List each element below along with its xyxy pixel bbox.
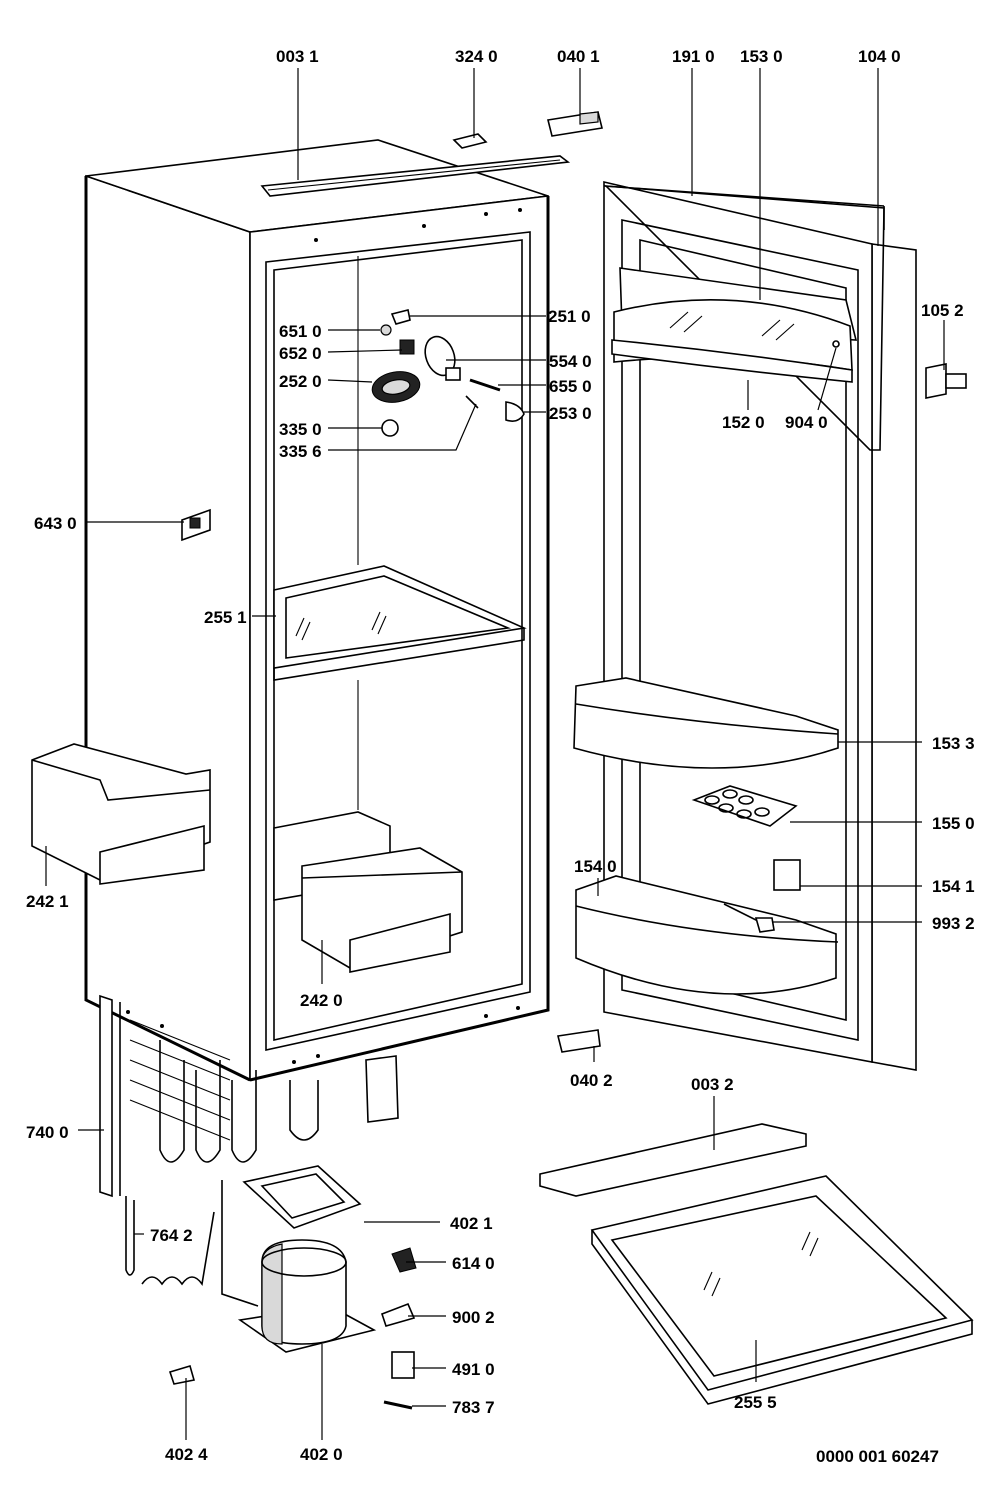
label-242-0: 242 0 [300, 991, 343, 1010]
label-900-2: 900 2 [452, 1308, 495, 1327]
label-614-0: 614 0 [452, 1254, 495, 1273]
label-153-3: 153 3 [932, 734, 975, 753]
pin-783 [383, 1400, 413, 1410]
label-255-1: 255 1 [204, 608, 247, 627]
label-655-0: 655 0 [549, 377, 592, 396]
label-335-0: 335 0 [279, 420, 322, 439]
label-783-7: 783 7 [452, 1398, 495, 1417]
crisper-drawer-outer [31, 743, 211, 885]
cover-491 [391, 1351, 415, 1379]
top-trim-strip [260, 155, 571, 197]
label-651-0: 651 0 [279, 322, 322, 341]
overload-900 [380, 1302, 416, 1327]
label-154-1: 154 1 [932, 877, 975, 896]
label-252-0: 252 0 [279, 372, 322, 391]
label-154-0: 154 0 [574, 857, 617, 876]
label-003-1: 003 1 [276, 47, 319, 66]
label-040-1: 040 1 [557, 47, 600, 66]
label-153-0: 153 0 [740, 47, 783, 66]
label-255-5: 255 5 [734, 1393, 777, 1412]
label-155-0: 155 0 [932, 814, 975, 833]
top-hinge [547, 111, 603, 137]
label-104-0: 104 0 [858, 47, 901, 66]
document-id: 0000 001 60247 [816, 1447, 939, 1466]
glass-shelf-lower [590, 1175, 974, 1405]
compressor-tray [242, 1165, 362, 1229]
label-740-0: 740 0 [26, 1123, 69, 1142]
bottom-trim-strip [539, 1123, 807, 1197]
label-764-2: 764 2 [150, 1226, 193, 1245]
label-491-0: 491 0 [452, 1360, 495, 1379]
leader-lines [45, 68, 945, 1440]
label-652-0: 652 0 [279, 344, 322, 363]
label-904-0: 904 0 [785, 413, 828, 432]
label-402-4: 402 4 [165, 1445, 208, 1464]
label-554-0: 554 0 [549, 352, 592, 371]
door [557, 180, 967, 1071]
part-labels: 003 1 324 0 040 1 191 0 153 0 104 0 251 … [26, 47, 975, 1466]
label-251-0: 251 0 [548, 307, 591, 326]
interior-controls [371, 309, 525, 437]
light-switch [181, 508, 211, 542]
label-643-0: 643 0 [34, 514, 77, 533]
clip-402-4 [168, 1365, 196, 1385]
label-253-0: 253 0 [549, 404, 592, 423]
label-324-0: 324 0 [455, 47, 498, 66]
glass-shelf-upper [273, 565, 527, 681]
label-003-2: 003 2 [691, 1075, 734, 1094]
label-993-2: 993 2 [932, 914, 975, 933]
capillary-tube [125, 1180, 259, 1307]
relay-614 [391, 1247, 417, 1273]
label-191-0: 191 0 [672, 47, 715, 66]
label-402-0: 402 0 [300, 1445, 343, 1464]
bracket-324 [452, 133, 488, 149]
egg-tray [691, 785, 798, 827]
crisper-drawer-inner [273, 811, 463, 973]
label-105-2: 105 2 [921, 301, 964, 320]
label-402-1: 402 1 [450, 1214, 493, 1233]
condenser [99, 994, 399, 1198]
label-040-2: 040 2 [570, 1071, 613, 1090]
label-242-1: 242 1 [26, 892, 69, 911]
label-335-6: 335 6 [279, 442, 322, 461]
label-152-0: 152 0 [722, 413, 765, 432]
compressor [237, 1239, 377, 1353]
